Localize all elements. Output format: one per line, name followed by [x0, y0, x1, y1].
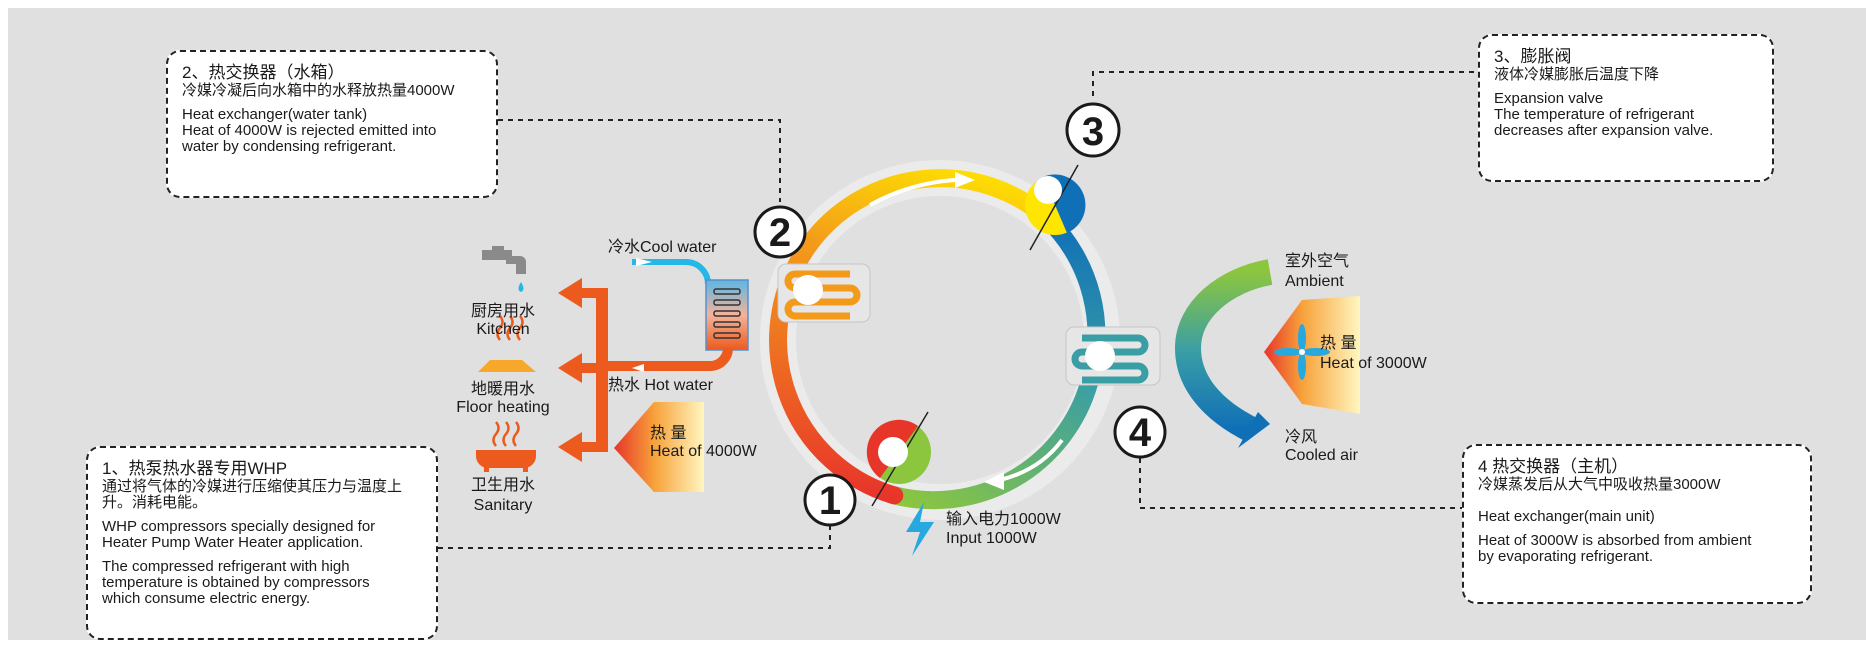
water-tank: [600, 258, 749, 372]
hot-water-label: 热水 Hot water: [608, 376, 714, 394]
connector-step-2: [498, 119, 781, 202]
compressor-box-en2-line2: temperature is obtained by compressors: [102, 574, 370, 591]
expansion-valve-node: [1025, 164, 1086, 251]
expansion-valve-box-title: 3、膨胀阀: [1494, 47, 1572, 66]
floor-heating-en-label: Floor heating: [456, 399, 549, 416]
water-tank-box-en-title: Heat exchanger(water tank): [182, 106, 368, 123]
evaporator-coil-icon: [1065, 326, 1161, 386]
heat-emitted-arrow: [614, 402, 704, 492]
hot-water-distribution: [558, 278, 608, 462]
compressor-node: [866, 411, 931, 507]
power-input-cn-label: 输入电力1000W: [946, 510, 1062, 528]
ambient-en-label: Ambient: [1285, 273, 1344, 290]
expansion-valve-box-cn: 液体冷媒膨胀后温度下降: [1494, 66, 1660, 83]
ambient-air-arrow: [1174, 259, 1273, 448]
compressor-box-cn-line2: 升。消耗电能。: [102, 494, 208, 511]
water-tank-exchanger-box: 2、热交换器（水箱） 冷媒冷凝后向水箱中的水释放热量4000W Heat exc…: [166, 50, 498, 198]
main-unit-box-en-line1: Heat of 3000W is absorbed from ambient: [1478, 532, 1752, 549]
main-unit-exchanger-box: 4 热交换器（主机） 冷媒蒸发后从大气中吸收热量3000W Heat excha…: [1462, 444, 1812, 604]
compressor-box-en1-line2: Heater Pump Water Heater application.: [102, 534, 364, 551]
expansion-valve-box: 3、膨胀阀 液体冷媒膨胀后温度下降 Expansion valve The te…: [1478, 34, 1774, 182]
step-1-badge: 1: [803, 473, 857, 527]
compressor-box-en2-line1: The compressed refrigerant with high: [102, 558, 350, 575]
kitchen-cn-label: 厨房用水: [471, 302, 535, 320]
hot-gas-arc: [799, 169, 1057, 254]
coil-icon: [777, 263, 871, 323]
connector-step-4: [1139, 458, 1462, 509]
connector-step-3: [1092, 71, 1478, 96]
compressor-box: 1、热泵热水器专用WHP 通过将气体的冷媒进行压缩使其压力与温度上 升。消耗电能…: [86, 446, 438, 640]
main-unit-box-en-line2: by evaporating refrigerant.: [1478, 548, 1654, 565]
step-2-badge: 2: [753, 205, 807, 259]
main-unit-box-title: 4 热交换器（主机）: [1478, 457, 1629, 476]
expansion-valve-box-en-title: Expansion valve: [1494, 90, 1604, 107]
step-1-number: 1: [819, 479, 841, 523]
water-tank-box-cn: 冷媒冷凝后向水箱中的水释放热量4000W: [182, 82, 455, 99]
heat-right-cn-label: 热 量: [1320, 334, 1356, 352]
evaporating-arc: [885, 374, 1099, 510]
faucet-icon: [482, 246, 526, 292]
bathtub-icon: [476, 421, 536, 472]
compressor-box-en2-line3: which consume electric energy.: [102, 590, 311, 607]
cool-water-label: 冷水Cool water: [608, 238, 717, 256]
step-3-badge: 3: [1065, 102, 1121, 158]
expansion-valve-box-en-line2: decreases after expansion valve.: [1494, 122, 1714, 139]
compressor-box-cn-line1: 通过将气体的冷媒进行压缩使其压力与温度上: [102, 478, 403, 495]
step-4-badge: 4: [1113, 405, 1167, 459]
connector-lines: [438, 71, 1478, 549]
heat-left-cn-label: 热 量: [650, 424, 686, 442]
main-unit-box-en-title: Heat exchanger(main unit): [1478, 508, 1655, 525]
cooled-air-en-label: Cooled air: [1285, 447, 1359, 464]
step-4-number: 4: [1129, 411, 1152, 455]
step-3-number: 3: [1082, 110, 1104, 154]
cooled-air-cn-label: 冷风: [1285, 428, 1317, 446]
expansion-valve-box-en-line1: The temperature of refrigerant: [1494, 106, 1695, 123]
power-input-en-label: Input 1000W: [946, 530, 1038, 547]
step-2-number: 2: [769, 211, 791, 255]
sanitary-en-label: Sanitary: [474, 497, 533, 514]
heat-right-en-label: Heat of 3000W: [1320, 355, 1428, 372]
kitchen-en-label: Kitchen: [476, 321, 529, 338]
connector-step-1: [438, 520, 831, 549]
ambient-cn-label: 室外空气: [1285, 252, 1349, 270]
water-tank-box-en-line1: Heat of 4000W is rejected emitted into: [182, 122, 437, 139]
floor-heating-icon: [478, 315, 536, 372]
main-unit-box-cn: 冷媒蒸发后从大气中吸收热量3000W: [1478, 476, 1721, 493]
floor-heating-cn-label: 地暖用水: [471, 380, 535, 398]
water-tank-box-en-line2: water by condensing refrigerant.: [182, 138, 397, 155]
water-tank-box-title: 2、热交换器（水箱）: [182, 63, 345, 82]
lightning-icon: [906, 502, 934, 556]
sanitary-cn-label: 卫生用水: [471, 476, 535, 494]
compressor-box-en1-line1: WHP compressors specially designed for: [102, 518, 376, 535]
fan-icon: [1274, 324, 1330, 380]
heat-left-en-label: Heat of 4000W: [650, 443, 758, 460]
compressor-box-title: 1、热泵热水器专用WHP: [102, 459, 288, 478]
